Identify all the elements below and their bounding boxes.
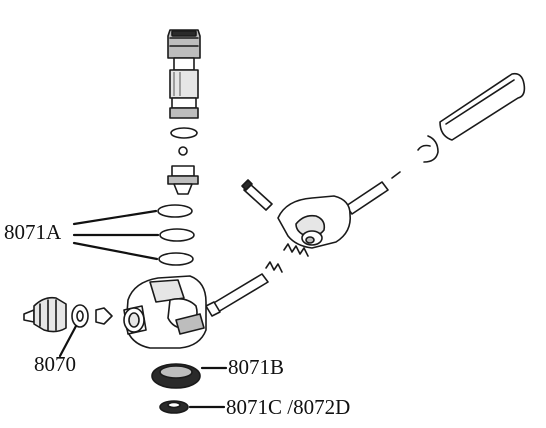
coupler-body [123,275,207,349]
upper-tube [169,57,199,109]
left-nozzle [23,296,67,333]
tiny-ball [178,146,188,156]
handle-grip [439,72,526,141]
handle-rod [345,171,401,215]
spring [283,243,309,257]
label-8071b: 8071B [228,355,284,379]
seal-8071b [151,363,201,389]
o-ring-8071a-1 [157,204,193,218]
lever-yoke [277,195,352,249]
leader-8071a-3 [72,241,159,261]
upper-tube-collar [169,107,199,119]
top-connector-nut [167,29,201,59]
handle-retaining-ring [417,135,439,163]
small-spring [265,261,283,273]
label-8071c-8072d: 8071C /8072D [226,395,350,419]
washer-8070 [71,304,89,328]
probe-rod [205,273,269,317]
label-8070: 8070 [34,352,76,376]
o-ring-8071a-2 [159,228,195,242]
pivot-pin [241,179,273,211]
check-valve [95,307,113,325]
washer-8071c [159,400,189,414]
lower-tube-fitting [167,165,199,195]
leader-8071a-1 [72,209,158,226]
small-o-ring [170,127,198,139]
leader-8070 [58,324,78,358]
o-ring-8071a-3 [158,252,194,266]
label-8071a: 8071A [4,220,62,244]
